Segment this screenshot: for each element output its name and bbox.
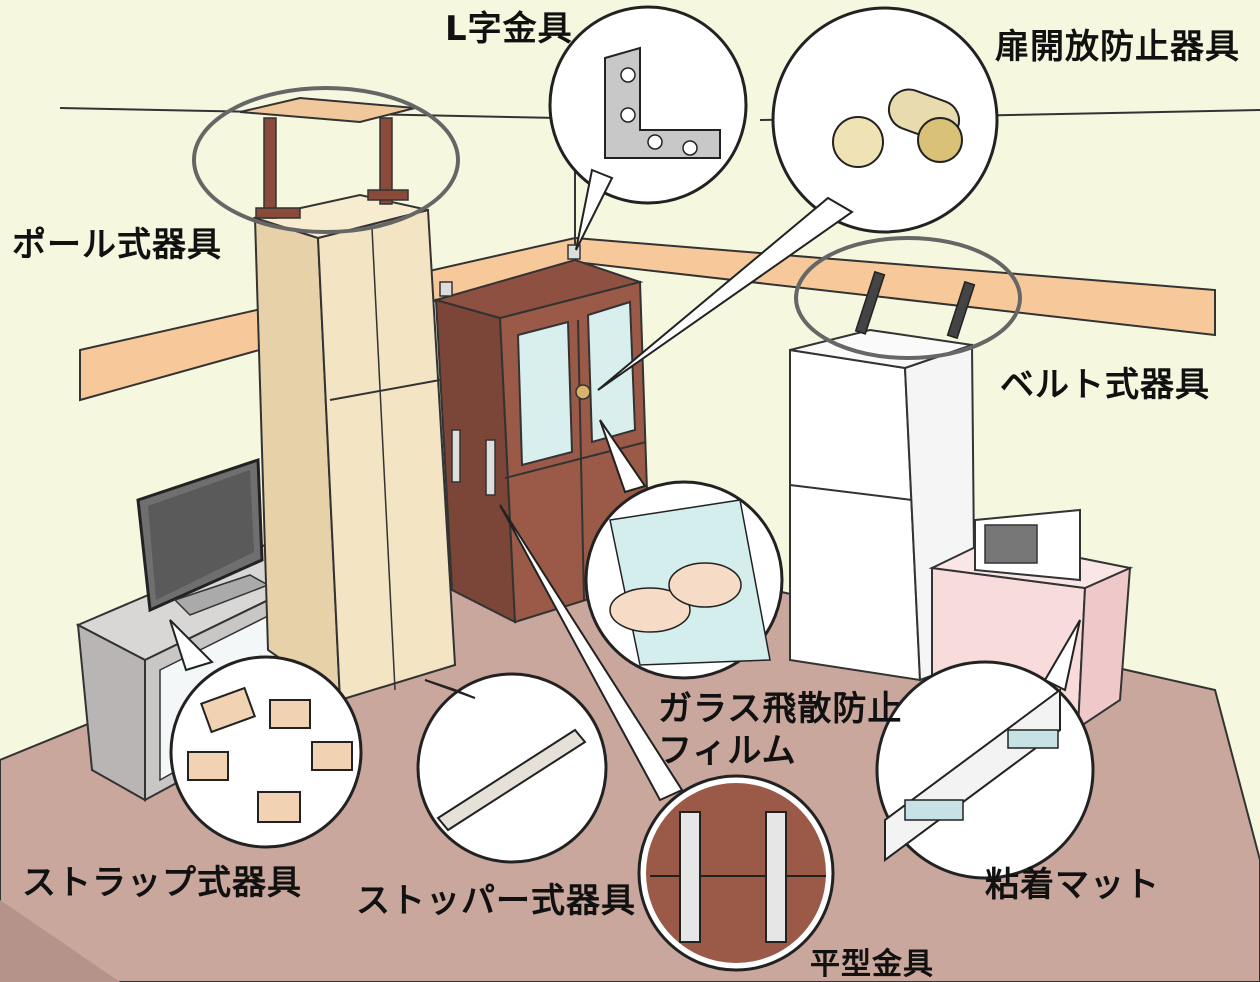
glass-cabinet-top — [432, 258, 644, 320]
label-belt: ベルト式器具 — [1000, 365, 1210, 405]
tall-cabinet-door-mid — [371, 227, 396, 691]
label-adhesive-mat: 粘着マット — [985, 865, 1160, 905]
label-l-bracket: L字金具 — [445, 9, 573, 49]
door-stopper-knob-1 — [832, 116, 884, 168]
l-bracket-detail-circle — [548, 5, 748, 205]
flat-bracket-mini-2 — [451, 429, 461, 483]
flat-bracket-pointer — [499, 504, 684, 802]
l-bracket-mini-2 — [439, 281, 453, 297]
label-glass-film-line2: フィルム — [658, 731, 797, 771]
l-bracket-screw-1 — [620, 67, 636, 83]
label-strap: ストラップ式器具 — [22, 863, 302, 903]
label-stopper: ストッパー式器具 — [356, 881, 636, 921]
floor-edge-shadow — [0, 900, 120, 982]
label-door-stopper: 扉開放防止器具 — [995, 27, 1240, 67]
glass-pane-left — [516, 320, 574, 467]
glass-film-hand-2 — [668, 562, 742, 608]
pole-foot-right — [367, 189, 409, 201]
microwave-window — [984, 524, 1038, 564]
label-glass-film-line1: ガラス飛散防止 — [658, 689, 903, 729]
adhesive-mat-pad-2 — [1007, 729, 1059, 749]
tv-bezel-inner — [148, 470, 254, 600]
tall-cabinet-door-split — [329, 379, 441, 401]
glass-film-pointer — [599, 419, 647, 494]
stopper-wedge — [436, 728, 587, 832]
strap-pad-4 — [257, 791, 301, 823]
glass-cabinet-center — [577, 319, 585, 601]
l-bracket-screw-2 — [620, 107, 636, 123]
flat-bracket-plate-2 — [765, 811, 787, 943]
strap-pad-3 — [187, 751, 229, 781]
glass-film-hand-1 — [609, 587, 691, 633]
label-pole: ポール式器具 — [12, 225, 222, 265]
strap-pad-1 — [199, 686, 257, 734]
strap-pad-2 — [269, 699, 311, 729]
adhesive-mat-pad-1 — [904, 799, 964, 821]
door-stopper-pointer — [597, 196, 854, 391]
l-bracket-pointer — [575, 168, 614, 251]
door-stopper-detail-circle — [771, 6, 999, 234]
flat-bracket-mini — [485, 439, 496, 496]
glass-pane-right — [586, 300, 637, 444]
belt-strap-left — [854, 270, 886, 335]
strap-pad-5 — [311, 741, 353, 771]
glass-cabinet-drawer-line — [504, 441, 647, 479]
stopper-detail-circle — [416, 672, 608, 864]
fridge-door-split — [789, 484, 913, 501]
strap-pointer — [169, 619, 214, 672]
pole-right — [379, 117, 393, 205]
stopper-pointer — [424, 679, 476, 699]
flat-bracket-plate-1 — [679, 811, 701, 943]
door-stopper-knob-2 — [917, 117, 963, 163]
pole-left — [263, 117, 277, 219]
belt-strap-right — [946, 280, 976, 340]
label-flat-bracket: 平型金具 — [810, 947, 934, 982]
door-stopper-mini — [575, 384, 591, 400]
fridge-body — [789, 348, 922, 682]
pole-foot-left — [255, 207, 301, 219]
flat-bracket-bg — [646, 783, 826, 963]
l-bracket-screw-4 — [682, 140, 698, 156]
belt-highlight-circle — [794, 236, 1022, 360]
adhesive-mat-pointer — [1043, 619, 1081, 692]
pole-highlight-circle — [192, 86, 460, 234]
l-bracket-screw-3 — [647, 134, 663, 150]
